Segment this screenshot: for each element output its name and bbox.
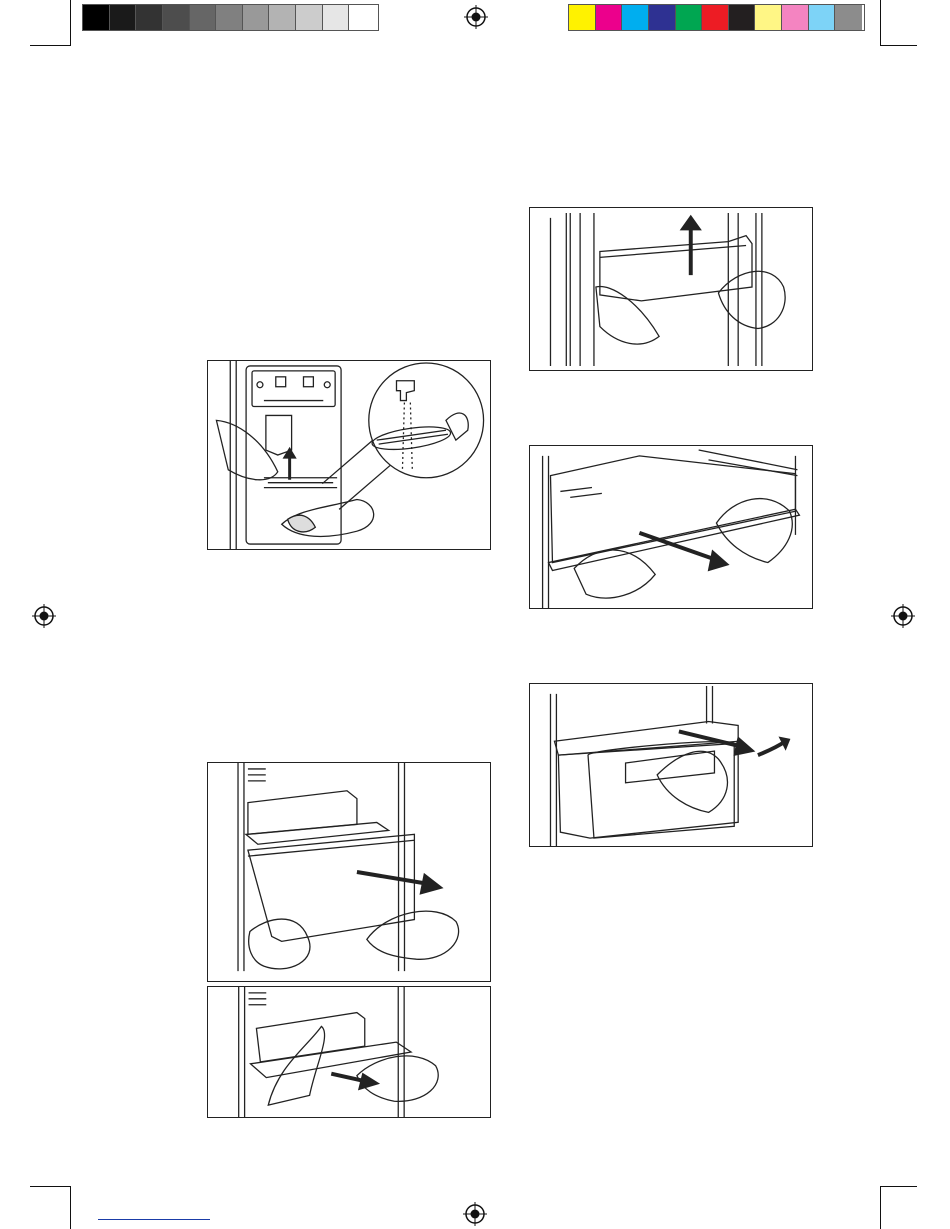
registration-mark-icon: [464, 5, 488, 29]
color-swatch: [809, 5, 836, 30]
crop-mark: [30, 45, 70, 46]
color-swatch: [596, 5, 623, 30]
color-swatch: [190, 5, 217, 30]
registration-mark-icon: [891, 604, 915, 628]
color-swatch: [835, 5, 862, 30]
footer-link-underline: [98, 1219, 210, 1220]
color-swatch: [676, 5, 703, 30]
color-swatch: [216, 5, 243, 30]
crop-mark: [880, 0, 881, 46]
color-swatch: [622, 5, 649, 30]
color-swatch: [323, 5, 350, 30]
crop-mark: [880, 1186, 881, 1229]
crop-mark: [881, 1186, 917, 1187]
color-swatch: [83, 5, 110, 30]
crop-mark: [30, 1186, 70, 1187]
color-swatch: [136, 5, 163, 30]
color-swatch: [243, 5, 270, 30]
color-swatch: [163, 5, 190, 30]
glass-shelf-pull-illustration: [529, 445, 813, 609]
crop-mark: [881, 45, 917, 46]
registration-mark-icon: [463, 1202, 487, 1226]
color-calibration-bar: [568, 4, 865, 31]
crop-mark: [70, 1186, 71, 1229]
grayscale-calibration-bar: [82, 4, 379, 31]
color-swatch: [296, 5, 323, 30]
color-swatch: [649, 5, 676, 30]
drawer-removal-illustration: [207, 762, 491, 982]
crop-mark: [70, 0, 71, 46]
color-swatch: [269, 5, 296, 30]
door-bin-lift-illustration: [529, 207, 813, 371]
color-swatch: [755, 5, 782, 30]
dispenser-tray-cleaning-illustration: [207, 360, 491, 550]
color-swatch: [569, 5, 596, 30]
shelf-removal-illustration: [207, 986, 491, 1118]
color-swatch: [782, 5, 809, 30]
crisper-drawer-removal-illustration: [529, 683, 813, 847]
color-swatch: [349, 5, 376, 30]
color-swatch: [702, 5, 729, 30]
color-swatch: [729, 5, 756, 30]
registration-mark-icon: [32, 604, 56, 628]
color-swatch: [110, 5, 137, 30]
